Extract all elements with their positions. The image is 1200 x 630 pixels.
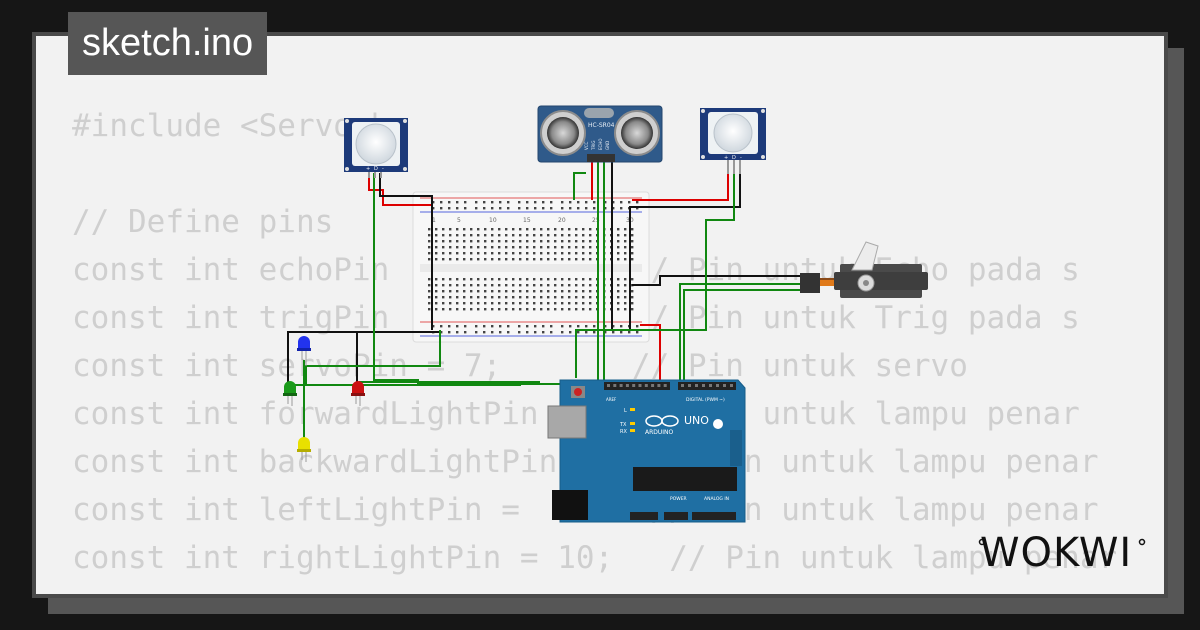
led-red [351, 381, 365, 406]
bb-col-5: 5 [457, 217, 461, 224]
arduino-digital-label: DIGITAL (PWM ~) [686, 397, 725, 403]
pir-left-pin-d: D [374, 166, 378, 172]
pir-sensor-right: + D - [700, 108, 766, 174]
bb-col-10: 10 [489, 217, 497, 224]
pir-right-pin-vcc: + [724, 155, 728, 161]
arduino-header-pins [607, 384, 733, 387]
pir-left-pin-gnd: - [382, 166, 384, 172]
ultrasonic-pin-gnd: GND [605, 141, 610, 150]
pir-right-pin-gnd: - [740, 155, 742, 161]
ultrasonic-pin-echo: ECHO [598, 139, 603, 150]
code-line: // Define pins [72, 204, 334, 240]
bb-col-15: 15 [523, 217, 531, 224]
code-line: const int trigPin // Pin untuk Trig pada… [72, 300, 1080, 336]
wokwi-logo: WOKWI [978, 530, 1146, 574]
code-line: const int rightLightPin = 10; // Pin unt… [72, 540, 1118, 576]
led-blue [297, 336, 311, 366]
ultrasonic-model-label: HC-SR04 [588, 122, 615, 129]
arduino-aref-label: AREF [606, 397, 617, 402]
arduino-l-label: L [624, 408, 627, 414]
arduino-analog-label: ANALOG IN [704, 496, 729, 502]
ultrasonic-pin-vcc: VCC [584, 141, 589, 150]
wokwi-logo-text: WOKWI [980, 530, 1132, 574]
arduino-uno: DIGITAL (PWM ~) AREF L TX RX UNO ARDUINO… [547, 379, 746, 523]
sketch-filename-tab[interactable]: sketch.ino [68, 12, 268, 75]
ultrasonic-sensor: HC-SR04 VCC TRIG ECHO GND [537, 105, 663, 163]
arduino-power-label: POWER [670, 496, 687, 502]
code-line: const int forwardLightPin // Pin untuk l… [72, 396, 1080, 432]
pir-left-pin-vcc: + [366, 166, 370, 172]
arduino-rx-label: RX [620, 429, 627, 435]
led-green [283, 381, 297, 406]
pir-sensor-left: + D - [344, 118, 408, 178]
bb-col-20: 20 [558, 217, 566, 224]
servo-motor [800, 241, 928, 298]
arduino-logo: UNO ARDUINO [645, 414, 709, 436]
pir-right-pin-d: D [732, 155, 736, 161]
bb-col-1: 1 [432, 217, 436, 224]
arduino-tx-label: TX [619, 422, 627, 428]
arduino-uno-label: UNO [684, 414, 709, 427]
arduino-brand-label: ARDUINO [645, 429, 674, 436]
led-yellow [297, 437, 311, 462]
bb-col-25: 25 [592, 217, 600, 224]
ultrasonic-pin-trig: TRIG [591, 140, 596, 151]
breadboard: 1 5 10 15 20 25 30 [412, 191, 650, 343]
